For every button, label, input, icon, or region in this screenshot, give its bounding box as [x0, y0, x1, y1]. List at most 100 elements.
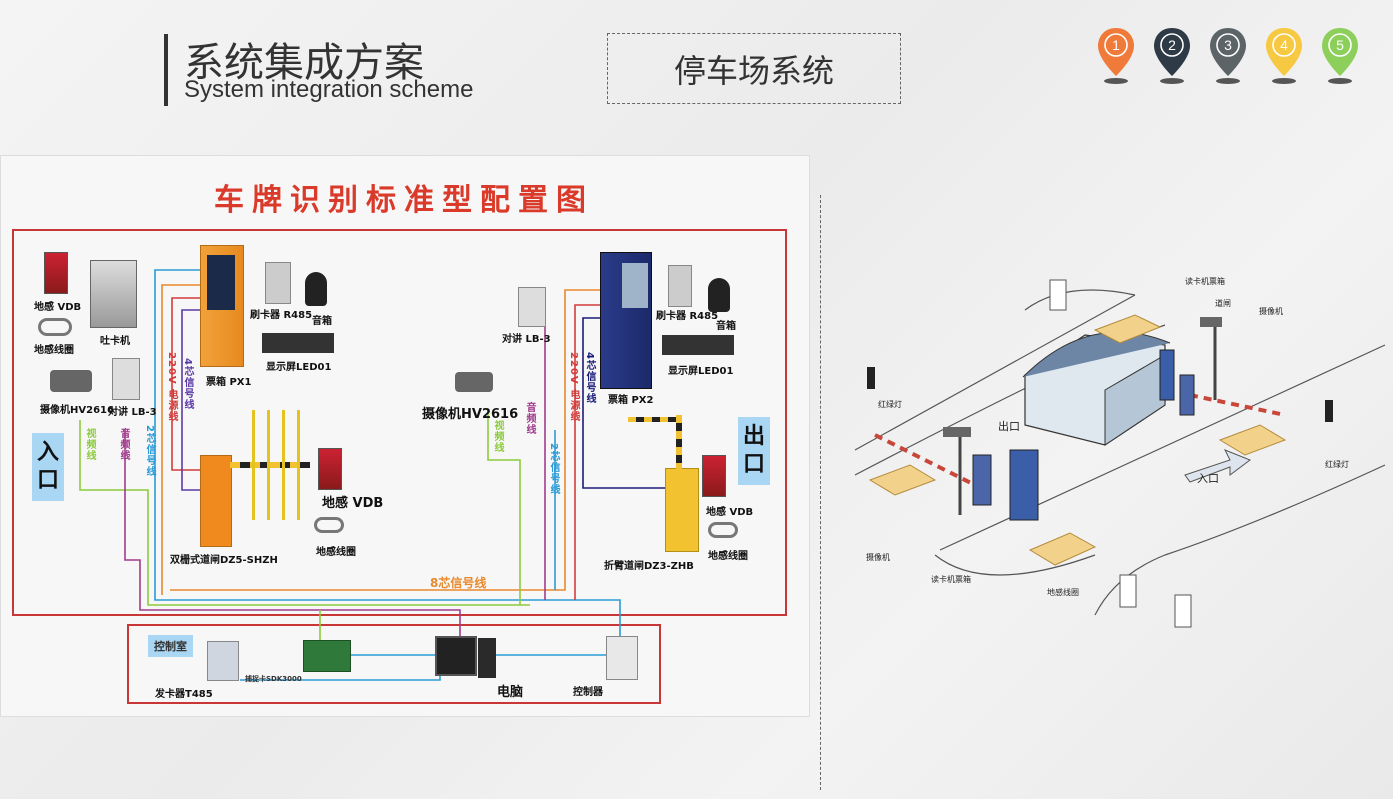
exit-card-reader-label: 刷卡器 R485: [656, 311, 719, 322]
controller-label: 控制器: [573, 687, 603, 698]
nav-pin-4[interactable]: 4: [1264, 26, 1304, 84]
ground-loop-icon: [1093, 314, 1162, 344]
exit-video-line-label: 视频线: [492, 420, 503, 453]
speaker-icon: [305, 272, 327, 306]
entrance-audio-line-label: 音频线: [118, 428, 129, 461]
title-accent-bar: [164, 34, 168, 106]
loop-coil-icon: [38, 318, 72, 336]
loop-coil-icon: [314, 517, 344, 533]
scene-camera-top-label: 摄像机: [1259, 307, 1283, 316]
nav-pin-5[interactable]: 5: [1320, 26, 1360, 84]
card-issuer-label: 发卡器T485: [155, 689, 213, 700]
card-reader-icon: [265, 262, 291, 304]
booth-roof-icon: [1022, 331, 1171, 378]
ground-loop-icon: [868, 464, 937, 496]
section-tag-label: 停车场系统: [673, 51, 834, 90]
card-reader-icon: [668, 265, 692, 307]
map-pin-icon: 3: [1210, 28, 1246, 84]
scene-reader-box-bottom-label: 读卡机票箱: [931, 575, 971, 584]
exit-power-line: [574, 304, 600, 600]
entrance-video-line-label: 视频线: [84, 428, 95, 461]
control-room-badge: 控制室: [148, 635, 193, 657]
map-pin-icon: 1: [1098, 28, 1134, 84]
entrance-vdb1-label: 地感 VDB: [34, 302, 82, 313]
control-room-frame: [127, 624, 661, 704]
ground-loop-icon: [1218, 424, 1287, 456]
intercom-icon: [518, 287, 546, 327]
barrier-arm-icon: [676, 415, 682, 470]
scene-barrier-label: 道闸: [1215, 299, 1231, 308]
ticket-box-px2-label: 票箱 PX2: [608, 395, 654, 406]
entrance-audio-line: [124, 430, 461, 640]
map-pin-icon: 2: [1154, 28, 1190, 84]
barrier-cabinet-icon: [200, 455, 232, 547]
entrance-intercom-label: 对讲 LB-3: [108, 407, 157, 418]
road-edge: [939, 344, 1386, 551]
entrance-vdb2-label: 地感 VDB: [322, 496, 384, 511]
nav-pin-label: 5: [1336, 37, 1344, 53]
scene-camera-bottom-label: 摄像机: [866, 553, 890, 562]
camera-icon: [50, 370, 92, 392]
camera-icon: [455, 372, 493, 392]
road-edge: [934, 554, 1096, 576]
nav-pin-2[interactable]: 2: [1152, 26, 1192, 84]
barrier-cabinet-icon: [972, 454, 992, 506]
ground-loop-icon: [1028, 532, 1097, 566]
exit-4core-line-label: 4芯信号线: [584, 352, 595, 404]
entry-arrow-icon: [1184, 449, 1252, 483]
bollard-icon: [1174, 594, 1192, 628]
exit-loop-label: 地感线圈: [708, 551, 748, 562]
nav-pin-1[interactable]: 1: [1096, 26, 1136, 84]
entrance-2core-line-label: 2芯信号线: [144, 425, 155, 477]
bollard-icon: [1049, 279, 1067, 311]
exit-8core-line: [170, 289, 600, 591]
exit-led-label: 显示屏LED01: [668, 366, 734, 377]
card-issuer-icon: [207, 641, 239, 681]
scene-light-left-label: 红绿灯: [878, 400, 902, 409]
scene-loop-label: 地感线圈: [1047, 588, 1079, 597]
speaker-icon: [708, 278, 730, 312]
bollard-icon: [1119, 574, 1137, 608]
pc-tower-icon: [478, 638, 496, 678]
config-diagram-panel: [0, 155, 810, 717]
parking-lot-illustration: [854, 279, 1386, 628]
entrance-power-line: [171, 297, 200, 471]
ticket-box-icon: [1159, 349, 1175, 401]
controller-icon: [606, 636, 638, 680]
exit-4core-line: [582, 317, 668, 489]
barrier-cabinet-icon: [665, 468, 699, 552]
scene-light-right-label: 红绿灯: [1325, 460, 1349, 469]
scene-entry-label: 入口: [1197, 472, 1219, 485]
camera-icon: [1200, 317, 1222, 327]
entrance-card-reader-label: 刷卡器 R485: [250, 310, 313, 321]
entrance-led-label: 显示屏LED01: [266, 362, 332, 373]
exit-sign: 出口: [738, 417, 770, 485]
barrier-arm-icon: [874, 433, 986, 492]
traffic-light-icon: [1325, 400, 1333, 422]
vdb-device-icon: [702, 455, 726, 497]
vdb-device-icon: [44, 252, 68, 294]
section-tag: 停车场系统: [607, 33, 901, 104]
intercom-icon: [112, 358, 140, 400]
exit-2core-line-label: 2芯信号线: [548, 443, 559, 495]
loop-coil-icon: [708, 522, 738, 538]
monitor-icon: [435, 636, 477, 676]
capture-card-icon: [303, 640, 351, 672]
entrance-2core-line: [154, 269, 621, 640]
entrance-loop1-label: 地感线圈: [34, 345, 74, 356]
map-pin-icon: 5: [1322, 28, 1358, 84]
exit-speaker-label: 音箱: [716, 321, 736, 332]
barrier-cabinet-icon: [1179, 374, 1195, 416]
8core-line-label: 8芯信号线: [430, 576, 487, 590]
scene-exit-label: 出口: [998, 420, 1020, 433]
ticket-box-screen-icon: [207, 255, 235, 310]
camera-icon: [943, 427, 971, 437]
exit-intercom-label: 对讲 LB-3: [502, 334, 551, 345]
nav-pin-3[interactable]: 3: [1208, 26, 1248, 84]
entrance-loop2-label: 地感线圈: [316, 547, 356, 558]
barrier-grid-icon: [240, 410, 300, 520]
exit-video-line: [487, 410, 521, 605]
island-edge: [1024, 289, 1136, 311]
nav-pin-label: 2: [1168, 37, 1176, 53]
entrance-4core-line-label: 4芯信号线: [182, 358, 193, 410]
